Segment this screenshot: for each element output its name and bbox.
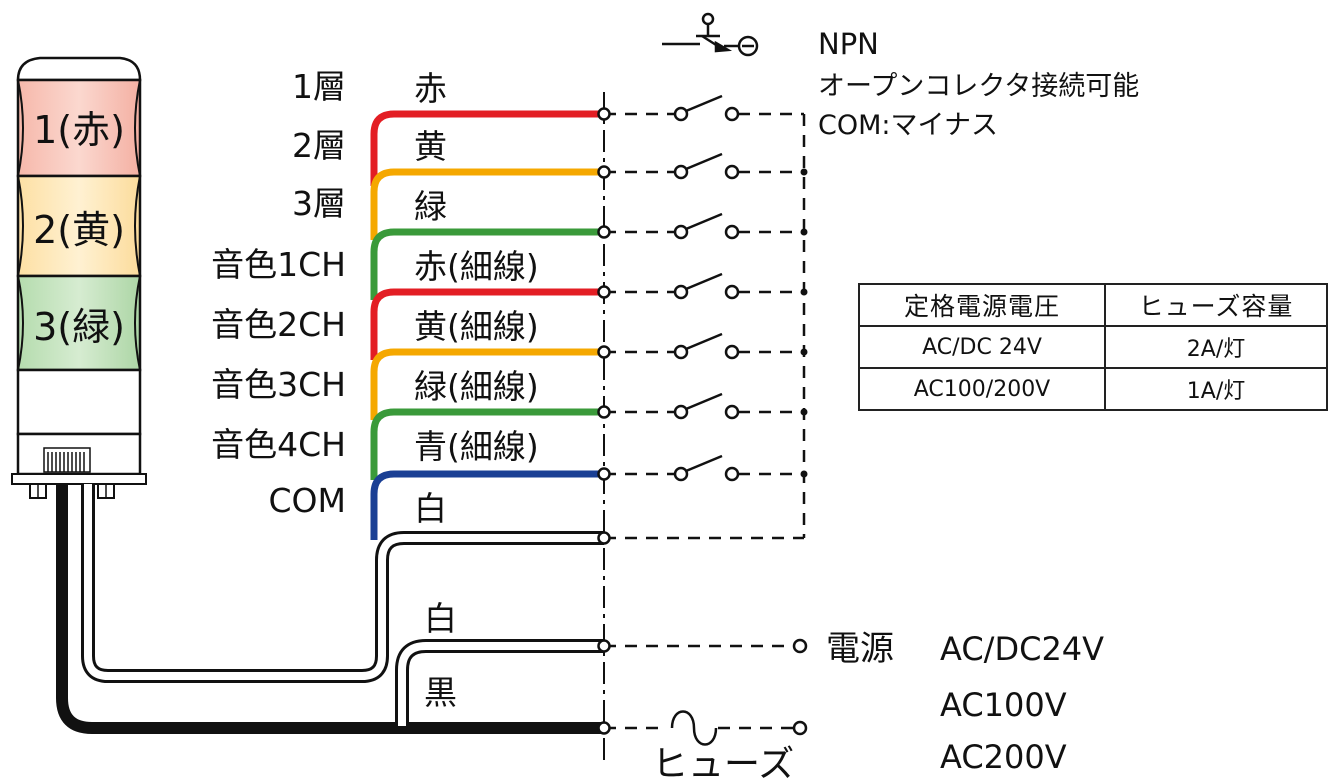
layer-label-2: 2層 [292,126,346,165]
spec-header-fuse: ヒューズ容量 [1104,283,1328,327]
spec-table-header-row: 定格電源電圧 ヒューズ容量 [858,283,1328,327]
spec-cell-voltage: AC100/200V [858,367,1106,411]
power-voltage-ac100: AC100V [940,686,1067,724]
layer-label-1: 1層 [292,67,346,106]
layer-label-sound1: 音色1CH [211,245,346,284]
wire-label-blue-thin: 青(細線) [414,427,539,466]
table-row: AC/DC 24V 2A/灯 [858,325,1328,369]
wire-red [370,110,604,186]
signal-cable-bundle [81,484,604,683]
terminal-points [597,107,611,735]
lamp-tier-1-label: 1(赤) [33,108,125,152]
note-open-collector: オープンコレクタ接続可能 [818,71,1139,102]
signal-tower [11,56,147,499]
npn-transistor-icon [662,12,759,57]
wire-red-thin [370,288,604,360]
wire-yellow [370,168,604,240]
fuse-label: ヒューズ [652,744,794,781]
spec-header-voltage: 定格電源電圧 [858,283,1106,327]
wire-label-yellow-thin: 黄(細線) [414,307,539,346]
note-npn: NPN [818,27,879,61]
fuse-symbol [670,710,718,746]
lamp-buzzer-unit [16,368,142,436]
wire-label-white: 白 [414,489,447,528]
spec-cell-voltage: AC/DC 24V [858,325,1106,369]
junction-dots [800,168,808,478]
wire-green-thin [370,408,604,480]
wire-blue-thin [370,470,604,540]
wire-label-red-thin: 赤(細線) [414,247,539,286]
layer-label-sound4: 音色4CH [211,425,346,464]
layer-label-sound2: 音色2CH [211,305,346,344]
layer-label-com: COM [269,481,347,520]
lamp-tier-red [16,78,142,178]
power-label: 電源 [826,629,894,669]
lamp-tier-2-label: 2(黄) [33,208,125,252]
lamp-tier-3-label: 3(緑) [33,305,125,349]
lamp-tier-green [16,274,142,372]
signal-wires [370,110,604,540]
layer-label-sound3: 音色3CH [211,365,346,404]
spec-cell-fuse: 2A/灯 [1104,325,1328,369]
table-row: AC100/200V 1A/灯 [858,367,1328,411]
power-wire-label-black: 黒 [424,673,457,712]
spec-cell-fuse: 1A/灯 [1104,367,1328,411]
layer-label-3: 3層 [292,184,346,223]
wire-label-red: 赤 [414,69,447,108]
wire-label-green-thin: 緑(細線) [414,367,539,406]
fuse-spec-table: 定格電源電圧 ヒューズ容量 AC/DC 24V 2A/灯 AC100/200V … [858,283,1328,411]
black-power-cable [56,484,604,734]
switch-circuit [604,94,808,746]
wire-label-yellow: 黄 [414,127,447,166]
wire-green [370,228,604,300]
wire-yellow-thin [370,348,604,420]
power-voltage-ac200: AC200V [940,738,1067,776]
note-com-minus: COM:マイナス [818,110,998,141]
white-power-cable [395,639,604,726]
power-voltage-acdc24: AC/DC24V [940,630,1104,668]
power-wire-label-white: 白 [424,599,457,638]
wire-label-green: 緑 [414,187,447,226]
